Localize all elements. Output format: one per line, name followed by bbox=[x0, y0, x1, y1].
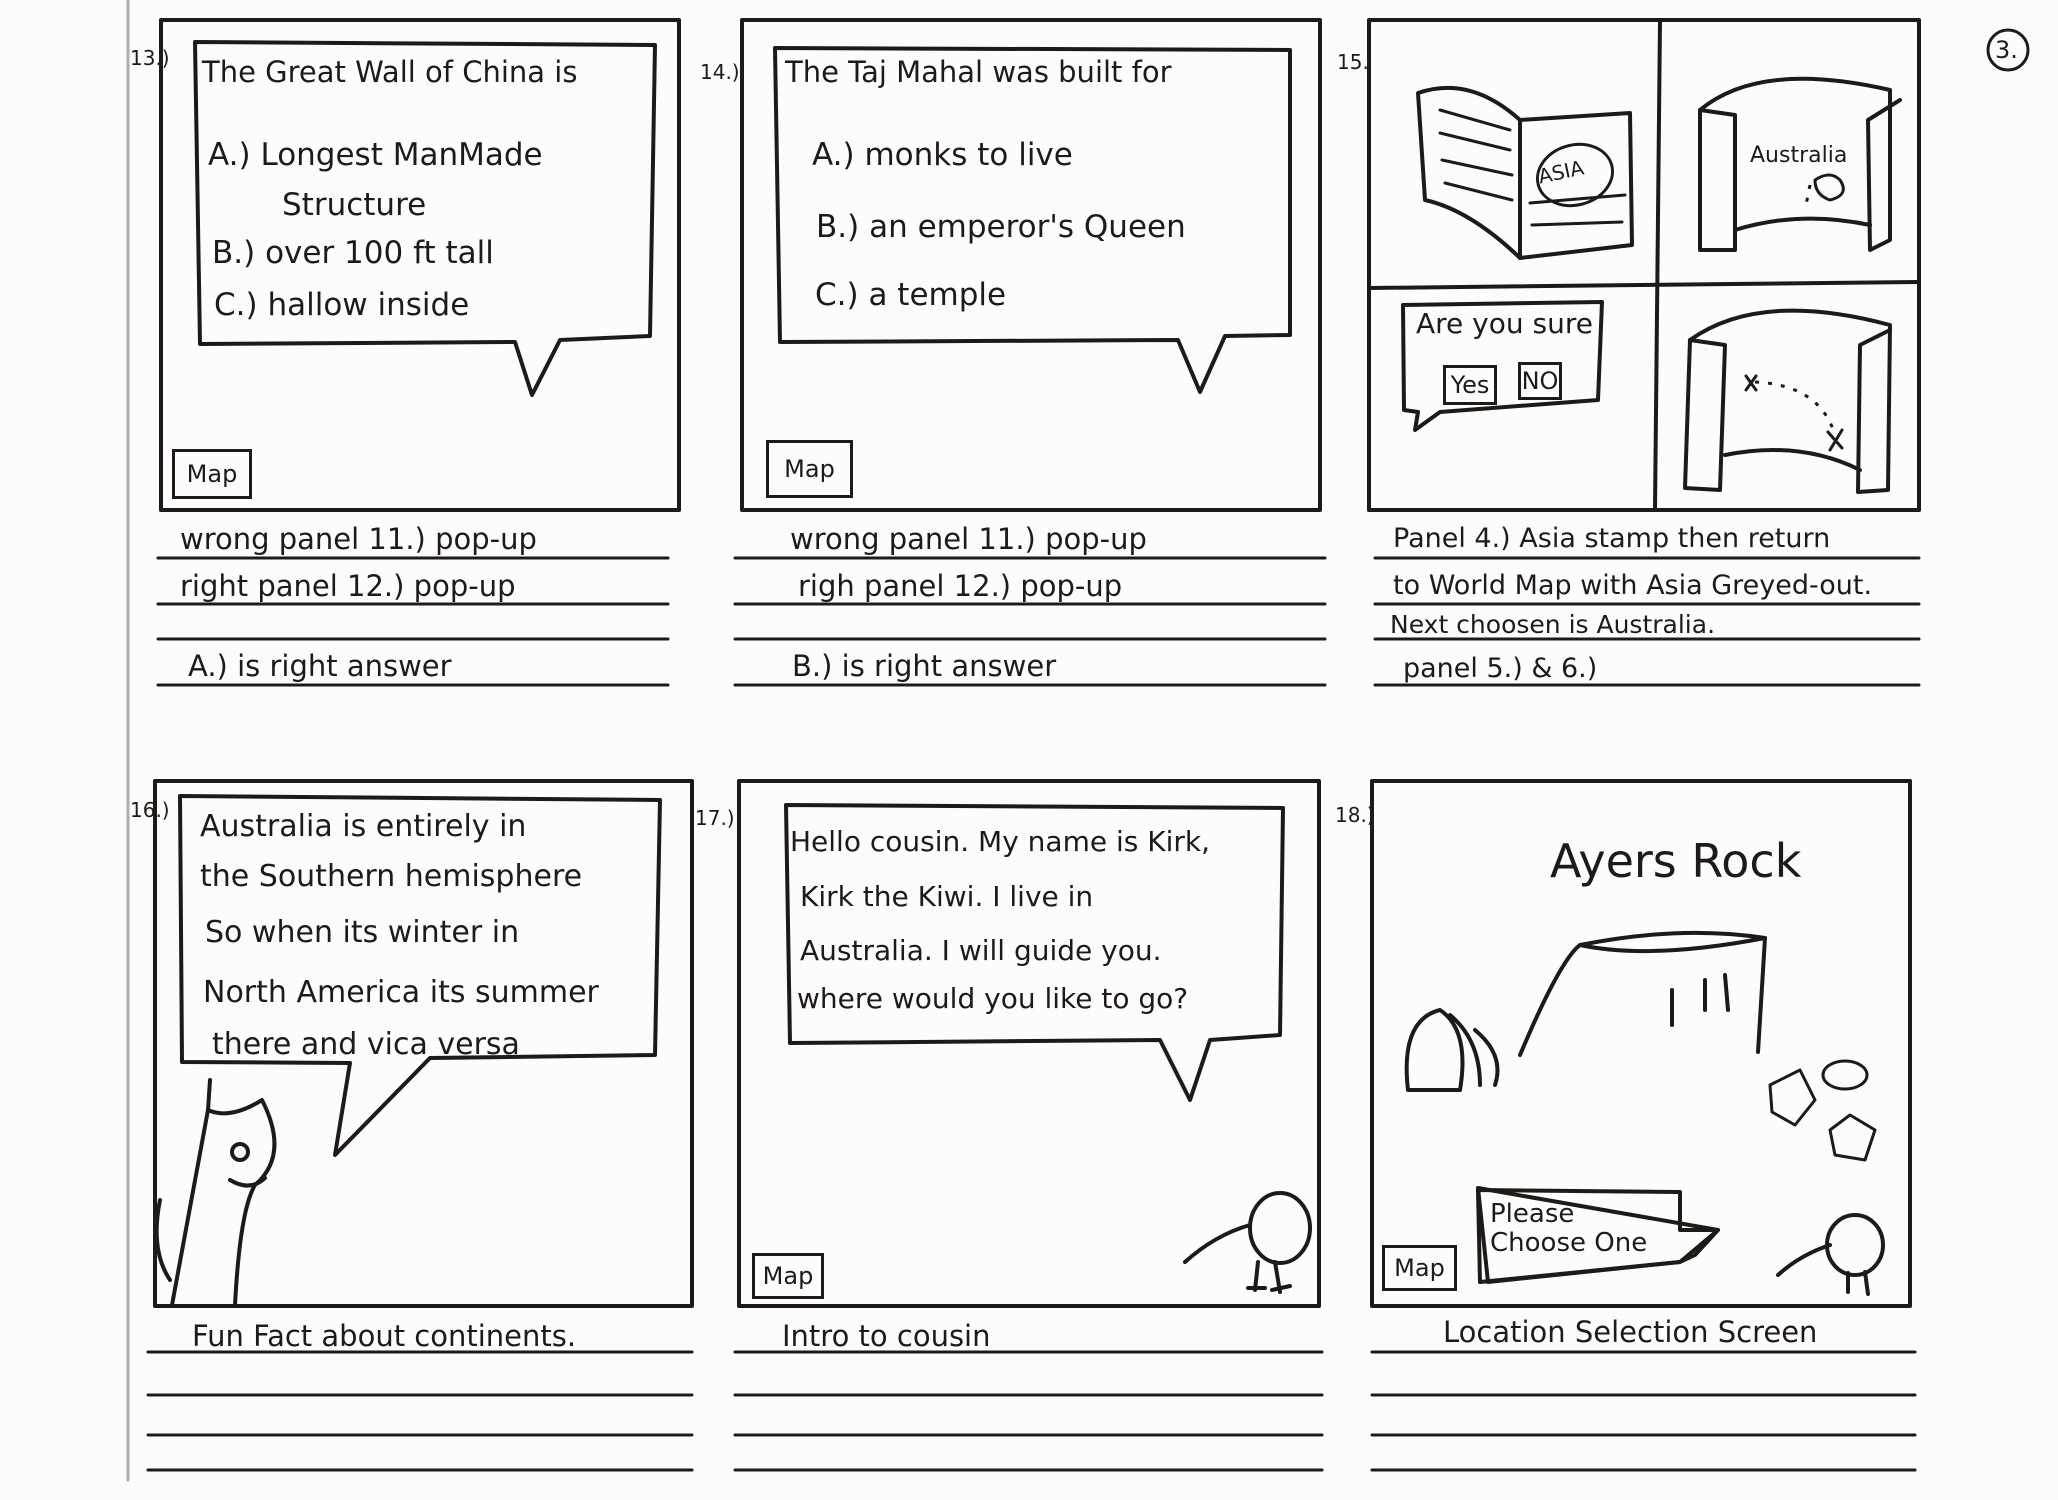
confirm-dialog-bubble bbox=[1401, 300, 1604, 432]
panel-18-map-button[interactable]: Map bbox=[1382, 1245, 1457, 1291]
map-x-markers bbox=[1744, 374, 1844, 452]
caption-lines-row-1 bbox=[156, 556, 1921, 687]
panel-16-bubble-line: the Southern hemisphere bbox=[200, 859, 583, 894]
panel-13-number: 13.) bbox=[130, 46, 170, 70]
panel-14-question: The Taj Mahal was built for bbox=[785, 55, 1172, 89]
location-title: Ayers Rock bbox=[1550, 834, 1802, 888]
panel-15-note: panel 5.) & 6.) bbox=[1403, 653, 1598, 684]
panel-18-number: 18.) bbox=[1335, 803, 1375, 827]
panel-13-question: The Great Wall of China is bbox=[202, 55, 578, 89]
panel-14-number: 14.) bbox=[700, 60, 740, 84]
kangaroo-drawing bbox=[154, 1078, 277, 1307]
panel-14-speech-bubble bbox=[773, 46, 1292, 394]
panel-14-frame bbox=[740, 18, 1322, 512]
panel-17-speech-bubble bbox=[784, 803, 1285, 1102]
flowers-drawing bbox=[1768, 1059, 1877, 1162]
panel-13-option-a[interactable]: A.) Longest ManMade bbox=[208, 137, 543, 173]
australia-map-label[interactable]: Australia bbox=[1750, 143, 1848, 168]
caption-lines-row-2 bbox=[146, 1350, 1917, 1472]
panel-15-note: Panel 4.) Asia stamp then return bbox=[1393, 523, 1831, 554]
panel-15-number: 15. bbox=[1337, 50, 1369, 74]
panel-16-bubble-line: North America its summer bbox=[203, 975, 599, 1010]
shell-drawing bbox=[1404, 1008, 1500, 1092]
panel-14-note: wrong panel 11.) pop-up bbox=[790, 522, 1147, 556]
choose-prompt: Please Choose One bbox=[1490, 1199, 1648, 1258]
australia-shape-icon bbox=[1813, 173, 1845, 202]
panel-18-frame bbox=[1370, 779, 1912, 1308]
confirm-dialog-question: Are you sure bbox=[1416, 307, 1593, 340]
panel-13-map-button[interactable]: Map bbox=[172, 449, 252, 499]
panel-17-map-button[interactable]: Map bbox=[752, 1253, 824, 1299]
kiwi-drawing-17 bbox=[1183, 1191, 1312, 1294]
page-number-circle bbox=[1986, 28, 2030, 72]
panel-13-note: wrong panel 11.) pop-up bbox=[180, 522, 537, 556]
panel-16-bubble-line: there and vica versa bbox=[212, 1027, 520, 1062]
kiwi-drawing-18 bbox=[1776, 1213, 1885, 1296]
panel-14-map-button[interactable]: Map bbox=[766, 440, 853, 498]
panel-13-frame bbox=[159, 18, 681, 512]
panel-14-option-b[interactable]: B.) an emperor's Queen bbox=[816, 209, 1186, 245]
panel-13-note: right panel 12.) pop-up bbox=[180, 569, 516, 603]
panel-18-speech-bubble-fill bbox=[1476, 1188, 1720, 1284]
panel-14-option-c[interactable]: C.) a temple bbox=[815, 277, 1007, 313]
panel-15-frame bbox=[1367, 18, 1921, 512]
panel-16-caption: Fun Fact about continents. bbox=[192, 1319, 577, 1353]
panel-14-note: righ panel 12.) pop-up bbox=[798, 569, 1123, 603]
panel-13-note: A.) is right answer bbox=[188, 649, 452, 683]
panel-13-speech-bubble bbox=[193, 40, 657, 397]
panel-16-frame bbox=[153, 779, 694, 1308]
panel-15-divider-v bbox=[1653, 18, 1662, 512]
panel-13-option-c[interactable]: C.) hallow inside bbox=[214, 287, 470, 323]
panel-17-caption: Intro to cousin bbox=[782, 1319, 991, 1353]
panel-17-bubble-line: Australia. I will guide you. bbox=[800, 934, 1162, 967]
panel-14-option-a[interactable]: A.) monks to live bbox=[812, 137, 1073, 173]
panel-17-bubble-line: Kirk the Kiwi. I live in bbox=[800, 880, 1094, 913]
world-map-drawing-bottom bbox=[1683, 308, 1892, 494]
confirm-yes-button[interactable]: Yes bbox=[1443, 365, 1497, 405]
panel-15-divider-h bbox=[1367, 280, 1921, 290]
route-dots bbox=[1803, 184, 1812, 211]
panel-16-bubble-line: So when its winter in bbox=[205, 915, 520, 950]
confirm-no-button[interactable]: NO bbox=[1518, 362, 1562, 400]
panel-17-bubble-line: Hello cousin. My name is Kirk, bbox=[790, 825, 1211, 858]
world-map-drawing-top bbox=[1698, 76, 1902, 252]
panel-16-speech-bubble bbox=[178, 794, 662, 1157]
panel-15-note: Next choosen is Australia. bbox=[1390, 610, 1716, 639]
panel-18-caption: Location Selection Screen bbox=[1443, 1315, 1818, 1349]
panel-13-option-a-cont[interactable]: Structure bbox=[282, 187, 427, 223]
ayers-rock-drawing bbox=[1518, 930, 1767, 1057]
panel-16-bubble-line: Australia is entirely in bbox=[200, 809, 527, 844]
flight-path bbox=[1754, 380, 1837, 436]
panel-15-note: to World Map with Asia Greyed-out. bbox=[1393, 570, 1873, 601]
panel-17-number: 17.) bbox=[695, 806, 735, 830]
panel-14-note: B.) is right answer bbox=[792, 649, 1057, 683]
passport-book-drawing bbox=[1416, 85, 1634, 260]
panel-16-number: 16.) bbox=[130, 798, 170, 822]
panel-13-option-b[interactable]: B.) over 100 ft tall bbox=[212, 235, 494, 271]
panel-17-frame bbox=[737, 779, 1321, 1308]
page-number: 3. bbox=[1995, 36, 2018, 64]
panel-17-bubble-line: where would you like to go? bbox=[797, 982, 1189, 1015]
